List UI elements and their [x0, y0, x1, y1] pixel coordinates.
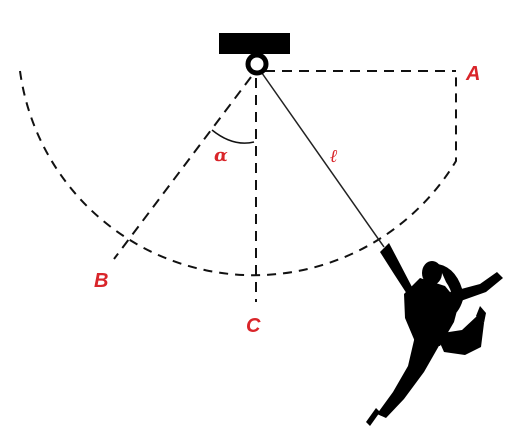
ceiling-mount — [219, 33, 290, 54]
label-point-c: C — [246, 315, 261, 337]
label-length: ℓ — [330, 146, 338, 167]
label-point-b: B — [94, 270, 108, 292]
label-point-a: A — [465, 63, 480, 85]
angle-arc — [211, 129, 255, 144]
dancer-silhouette — [366, 243, 503, 426]
rope — [256, 65, 385, 248]
pivot-ring — [245, 52, 269, 76]
swing-arc — [19, 70, 457, 277]
radius-to-b — [113, 76, 252, 260]
label-angle-alpha: α — [214, 145, 228, 166]
